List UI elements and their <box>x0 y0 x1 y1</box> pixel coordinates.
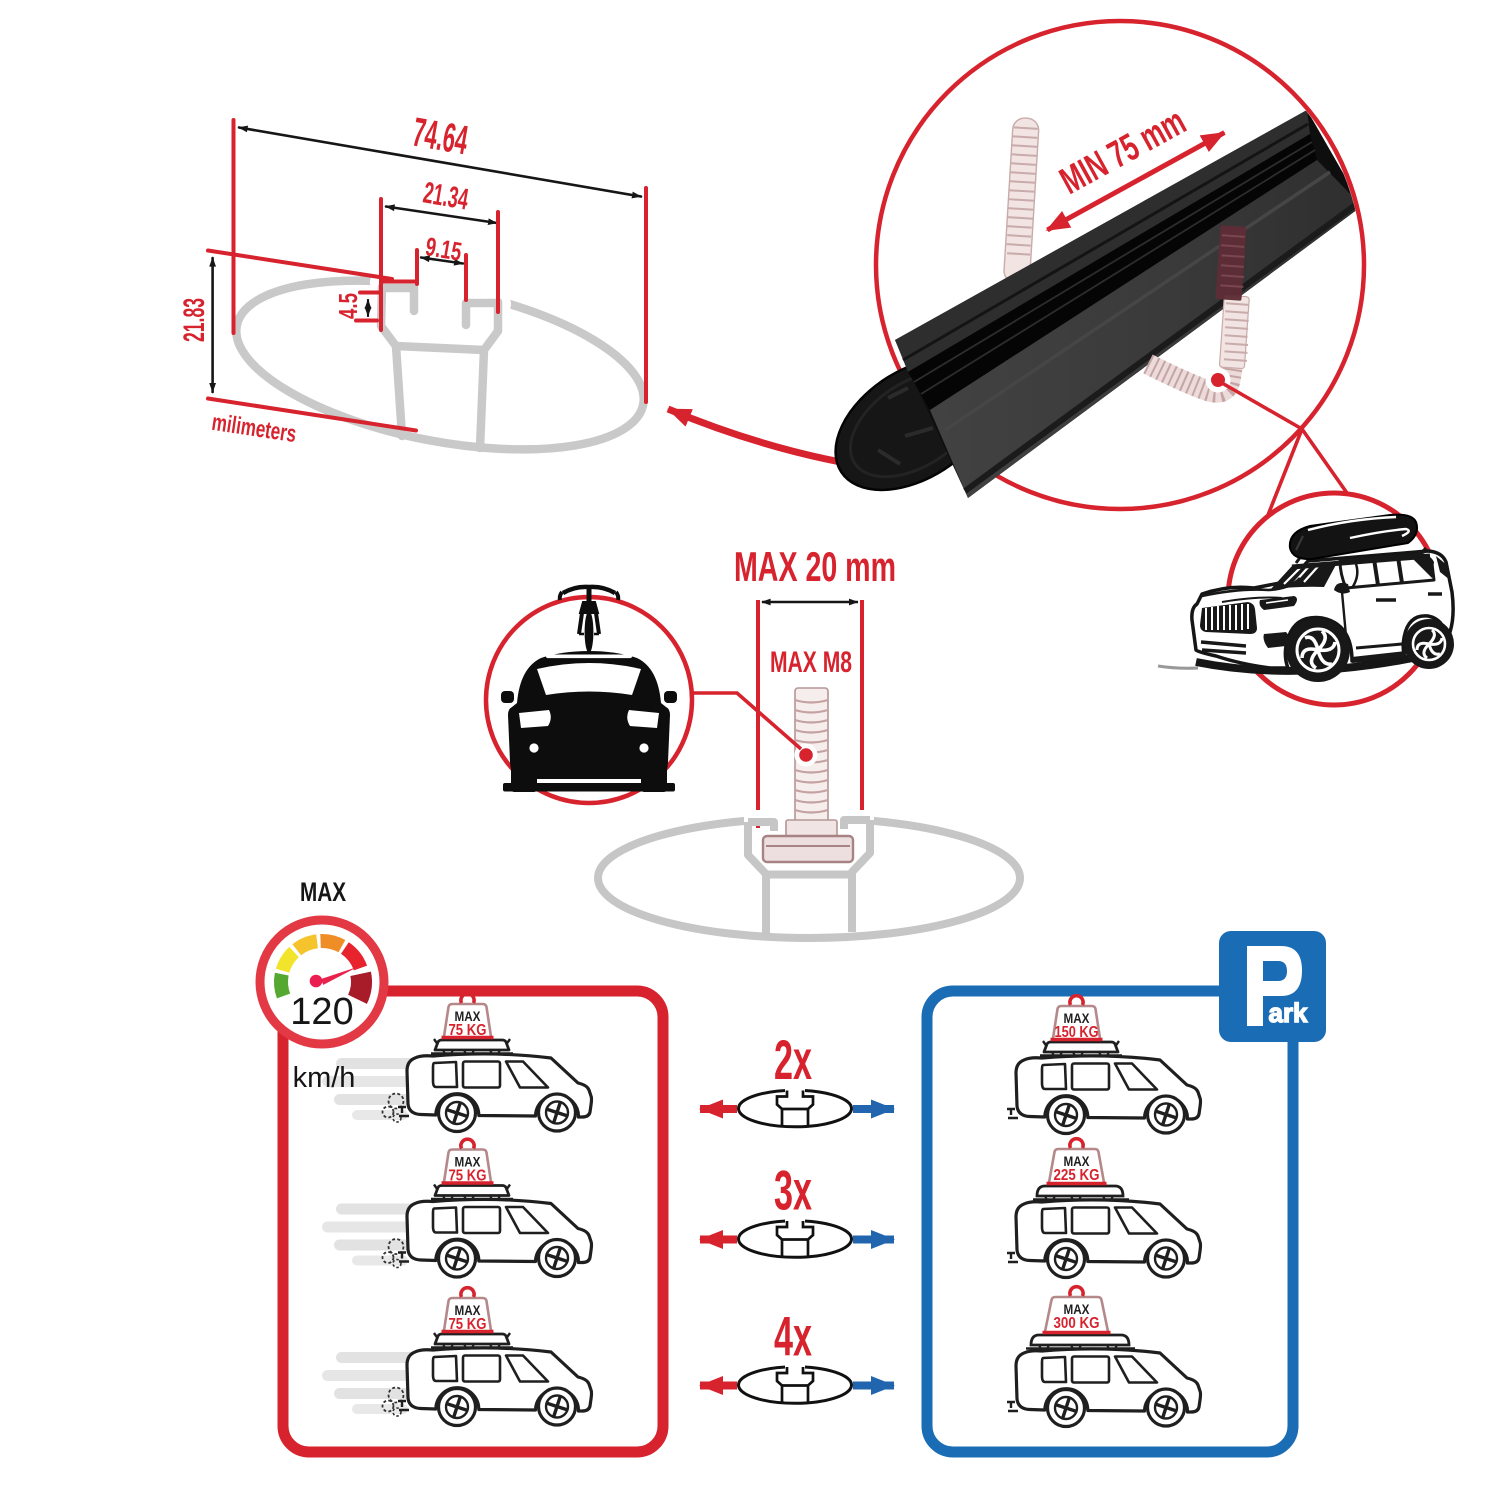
svg-text:MAX 20 mm: MAX 20 mm <box>734 543 896 590</box>
svg-text:MAX: MAX <box>455 1154 482 1170</box>
svg-text:74.64: 74.64 <box>409 109 471 164</box>
svg-text:3x: 3x <box>774 1159 812 1222</box>
svg-text:ark: ark <box>1269 998 1309 1028</box>
svg-text:4x: 4x <box>774 1305 812 1368</box>
svg-text:MAX: MAX <box>455 1008 482 1024</box>
svg-text:MAX: MAX <box>1064 1301 1091 1317</box>
svg-text:MAX: MAX <box>1064 1153 1091 1169</box>
svg-text:75 KG: 75 KG <box>449 1316 487 1333</box>
svg-text:9.15: 9.15 <box>423 231 464 267</box>
svg-text:150 KG: 150 KG <box>1055 1024 1099 1041</box>
svg-text:2x: 2x <box>774 1028 812 1091</box>
svg-text:120: 120 <box>290 991 353 1033</box>
svg-text:21.83: 21.83 <box>178 298 211 342</box>
svg-text:4.5: 4.5 <box>333 293 363 319</box>
svg-text:21.34: 21.34 <box>421 176 471 216</box>
svg-text:75 KG: 75 KG <box>449 1022 487 1039</box>
svg-text:km/h: km/h <box>293 1062 356 1094</box>
svg-text:MAX: MAX <box>300 877 346 907</box>
svg-text:75 KG: 75 KG <box>449 1168 487 1185</box>
svg-text:300 KG: 300 KG <box>1054 1315 1100 1332</box>
svg-text:MAX M8: MAX M8 <box>770 646 852 679</box>
svg-text:225 KG: 225 KG <box>1054 1167 1100 1184</box>
svg-text:MAX: MAX <box>1064 1010 1091 1026</box>
svg-text:MAX: MAX <box>455 1302 482 1318</box>
